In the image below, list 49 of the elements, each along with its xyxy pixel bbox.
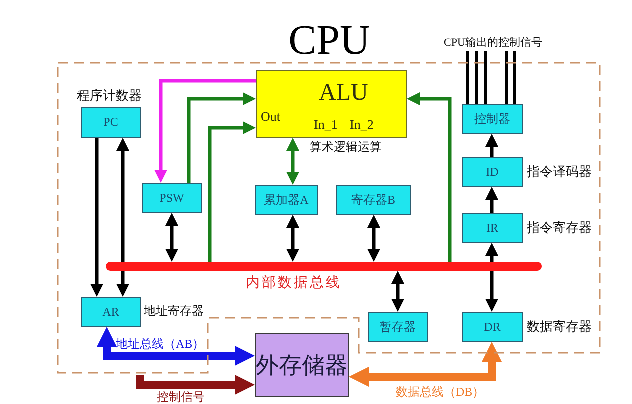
- arrow: [286, 215, 300, 262]
- arrow: [349, 342, 502, 387]
- component-label: 数据寄存器: [527, 320, 592, 334]
- alu-box: [256, 70, 407, 138]
- register-box: AR: [81, 297, 141, 327]
- arrow: [187, 92, 256, 183]
- register-box: ID: [462, 157, 523, 187]
- unit-title: ALU: [319, 80, 368, 108]
- register-box: IR: [462, 213, 523, 243]
- component-label: 算术逻辑运算: [310, 141, 382, 154]
- arrow: [90, 138, 104, 297]
- register-box: 累加器A: [255, 185, 318, 215]
- arrow: [136, 375, 255, 395]
- signal-label: CPU输出的控制信号: [444, 36, 542, 51]
- arrow: [116, 138, 130, 297]
- component-label: 地址寄存器: [144, 305, 204, 318]
- register-box: 控制器: [462, 104, 523, 134]
- connector-line: [484, 51, 488, 104]
- edge-label: 控制信号: [157, 390, 205, 404]
- port-label: Out: [261, 110, 280, 125]
- connector-line: [476, 51, 478, 104]
- arrow: [97, 327, 255, 366]
- component-label: 程序计数器: [77, 89, 142, 104]
- register-box: 暂存器: [368, 312, 428, 342]
- arrow: [286, 138, 300, 185]
- region-title: CPU: [288, 21, 370, 61]
- arrow: [486, 243, 498, 312]
- arrow: [154, 79, 256, 183]
- arrow: [486, 134, 498, 157]
- arrow: [392, 271, 404, 312]
- component-label: 指令译码器: [527, 165, 592, 180]
- register-box: PSW: [142, 183, 202, 213]
- port-label: In_1: [314, 118, 338, 133]
- port-label: In_2: [350, 118, 374, 133]
- component-label: 指令寄存器: [527, 221, 592, 236]
- register-box: 寄存器B: [336, 185, 411, 215]
- register-box: PC: [81, 107, 141, 138]
- register-box: DR: [462, 312, 523, 342]
- memory-box: 外存储器: [255, 333, 349, 397]
- bus-bar: [106, 262, 542, 271]
- connector-line: [466, 51, 470, 104]
- connector-line: [514, 51, 516, 104]
- arrow: [208, 122, 256, 262]
- arrow: [407, 92, 452, 262]
- arrow: [486, 187, 498, 213]
- connector-line: [506, 51, 508, 104]
- arrow: [166, 213, 178, 262]
- bus-label: 内部数据总线: [246, 276, 342, 292]
- arrow: [368, 215, 380, 262]
